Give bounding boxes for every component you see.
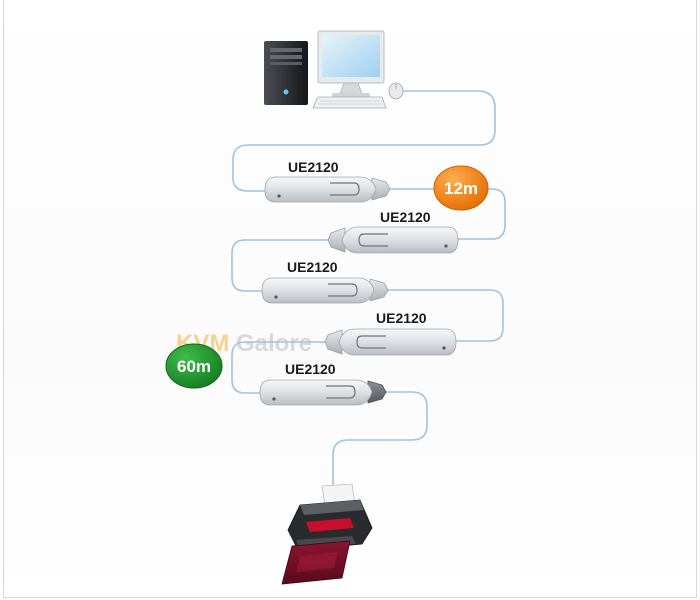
extender-device <box>324 328 457 356</box>
cable-extender-1-to-2 <box>388 188 506 240</box>
extender-device <box>327 226 459 254</box>
segment-length-text: 12m <box>444 179 478 198</box>
cable-paths <box>231 90 506 487</box>
cable-pc-to-extender-1 <box>232 90 496 192</box>
segment-length-badge: 12m <box>433 165 489 211</box>
extender-device <box>264 176 391 203</box>
extender-device <box>259 379 387 406</box>
pc-keyboard <box>312 96 387 109</box>
printer-icon <box>281 483 373 585</box>
extender-label: UE2120 <box>287 259 338 275</box>
extender-label: UE2120 <box>288 159 339 175</box>
extender-label: UE2120 <box>285 361 336 377</box>
cable-extender-5-to-printer <box>332 391 428 487</box>
cable-extender-3-to-4 <box>382 289 504 342</box>
desktop-computer-icon <box>264 30 404 109</box>
cable-extender-2-to-3 <box>231 239 336 292</box>
extender-device <box>261 277 389 304</box>
watermark-part2: Galore <box>236 330 312 357</box>
extender-label: UE2120 <box>380 209 431 225</box>
extender-label: UE2120 <box>376 310 427 326</box>
cable-extender-4-to-5 <box>231 341 333 394</box>
total-length-text: 60m <box>177 357 211 376</box>
pc-mouse <box>388 82 404 100</box>
total-length-badge: 60m <box>165 343 223 389</box>
